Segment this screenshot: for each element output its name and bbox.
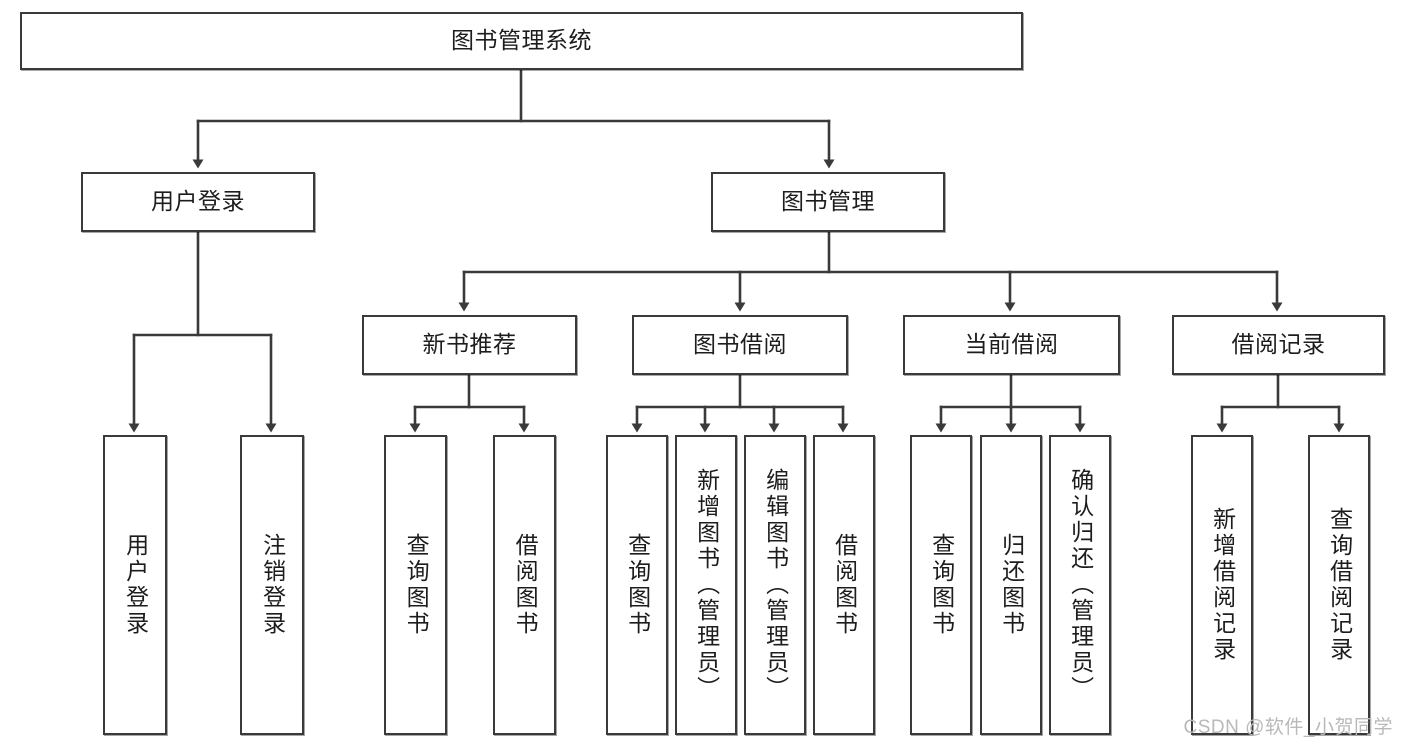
leaf-confirm-return-label: 确认归还（管理员）	[1067, 468, 1094, 702]
leaf-query-book-1[interactable]: 查询图书	[384, 435, 447, 735]
leaf-borrow-book-2-label: 借阅图书	[831, 533, 858, 637]
leaf-query-book-1-label: 查询图书	[403, 533, 430, 637]
leaf-return-book[interactable]: 归还图书	[980, 435, 1042, 735]
node-user-login[interactable]: 用户登录	[81, 172, 315, 232]
leaf-borrow-book-1[interactable]: 借阅图书	[493, 435, 556, 735]
node-borrow-record[interactable]: 借阅记录	[1172, 315, 1385, 375]
leaf-query-book-3[interactable]: 查询图书	[910, 435, 972, 735]
node-new-book-recommend[interactable]: 新书推荐	[362, 315, 577, 375]
leaf-add-book[interactable]: 新增图书（管理员）	[675, 435, 737, 735]
leaf-query-book-3-label: 查询图书	[928, 533, 955, 637]
leaf-add-book-label: 新增图书（管理员）	[693, 468, 720, 702]
node-root[interactable]: 图书管理系统	[20, 12, 1023, 70]
node-book-manage[interactable]: 图书管理	[711, 172, 945, 232]
leaf-borrow-book-2[interactable]: 借阅图书	[813, 435, 875, 735]
leaf-query-record-label: 查询借阅记录	[1326, 507, 1353, 663]
node-book-borrow[interactable]: 图书借阅	[632, 315, 848, 375]
leaf-query-book-2-label: 查询图书	[624, 533, 651, 637]
node-borrow-record-label: 借阅记录	[1231, 331, 1326, 358]
leaf-confirm-return[interactable]: 确认归还（管理员）	[1049, 435, 1111, 735]
node-root-label: 图书管理系统	[451, 27, 592, 54]
leaf-user-login[interactable]: 用户登录	[103, 435, 167, 735]
node-current-borrow-label: 当前借阅	[964, 331, 1059, 358]
leaf-return-book-label: 归还图书	[998, 533, 1025, 637]
leaf-add-record[interactable]: 新增借阅记录	[1191, 435, 1253, 735]
leaf-logout[interactable]: 注销登录	[240, 435, 304, 735]
node-book-borrow-label: 图书借阅	[693, 331, 787, 358]
leaf-query-record[interactable]: 查询借阅记录	[1308, 435, 1370, 735]
leaf-user-login-label: 用户登录	[122, 533, 149, 637]
node-new-book-recommend-label: 新书推荐	[422, 331, 517, 358]
node-current-borrow[interactable]: 当前借阅	[903, 315, 1120, 375]
node-user-login-label: 用户登录	[151, 188, 245, 215]
leaf-borrow-book-1-label: 借阅图书	[512, 533, 539, 637]
leaf-query-book-2[interactable]: 查询图书	[606, 435, 668, 735]
leaf-add-record-label: 新增借阅记录	[1209, 507, 1236, 663]
node-book-manage-label: 图书管理	[781, 188, 875, 215]
csdn-watermark: CSDN @软件_小贺同学	[1183, 717, 1393, 738]
leaf-edit-book-label: 编辑图书（管理员）	[762, 468, 789, 702]
leaf-logout-label: 注销登录	[259, 533, 286, 637]
leaf-edit-book[interactable]: 编辑图书（管理员）	[744, 435, 806, 735]
